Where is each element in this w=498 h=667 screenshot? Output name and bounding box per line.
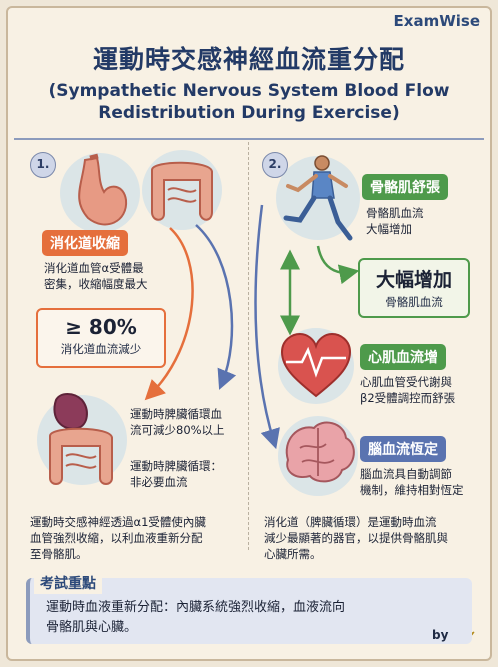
muscle-increase-box: 大幅增加 骨骼肌血流	[358, 258, 470, 318]
flow-arrow-green	[316, 245, 360, 285]
left-summary-line-2: 血管強烈收縮，以利血液重新分配	[30, 531, 203, 545]
subtitle-line-2: Redistribution During Exercise)	[98, 103, 400, 123]
heart-flow-line-1: 心肌血管受代謝與	[360, 375, 452, 389]
right-summary-line-3: 心臟所需。	[264, 547, 322, 561]
muscle-increase-label: 骨骼肌血流	[385, 295, 443, 309]
exam-keypoint-title: 考試重點	[34, 572, 102, 594]
gi-reduction-value: ≥ 80%	[65, 315, 137, 339]
spleen-flow-line-1: 運動時脾臟循環血	[130, 407, 222, 421]
intestine-icon	[142, 150, 222, 230]
exam-keypoint-line-1: 運動時血液重新分配：內臟系統強烈收縮，血液流向	[46, 600, 346, 615]
right-summary-line-2: 減少最顯著的器官，以提供骨骼肌與	[264, 531, 448, 545]
left-summary: 運動時交感神經透過α1受體使內臟 血管強烈收縮，以利血液重新分配 至骨骼肌。	[30, 514, 246, 562]
spleen-nonessential-text: 運動時脾臟循環： 非必要血流	[130, 458, 222, 490]
tag-brain-flow: 腦血流恆定	[360, 436, 446, 462]
brain-icon	[278, 416, 358, 496]
exam-keypoint-text: 運動時血液重新分配：內臟系統強烈收縮，血液流向 骨骼肌與心臟。	[46, 598, 456, 638]
column-divider	[248, 142, 249, 550]
gi-description-line-2: 密集，收縮幅度最大	[44, 277, 148, 291]
right-summary: 消化道（脾臟循環）是運動時血流 減少最顯著的器官，以提供骨骼肌與 心臟所需。	[264, 514, 486, 562]
heart-icon	[278, 328, 354, 404]
stomach-icon	[60, 153, 140, 233]
spleen-nonessential-line-2: 非必要血流	[130, 475, 188, 489]
gi-description-line-1: 消化道血管α受體最	[44, 261, 144, 275]
muscle-flow-line-1: 骨骼肌血流	[366, 206, 424, 220]
left-summary-line-1: 運動時交感神經透過α1受體使內臟	[30, 515, 206, 529]
flow-arrow-blue	[195, 224, 237, 390]
step-number-1: 1.	[30, 152, 56, 178]
page-title: 運動時交感神經血流重分配	[92, 45, 405, 74]
title-divider	[14, 138, 484, 140]
right-summary-line-1: 消化道（脾臟循環）是運動時血流	[264, 515, 437, 529]
tag-heart-flow: 心肌血流增	[360, 344, 446, 370]
tag-gi-constriction: 消化道收縮	[42, 230, 128, 256]
left-summary-line-3: 至骨骼肌。	[30, 547, 88, 561]
spleen-flow-line-2: 流可減少80%以上	[130, 423, 225, 437]
runner-icon	[276, 155, 360, 241]
exam-keypoint-line-2: 骨骼肌與心臟。	[46, 620, 138, 635]
heart-flow-line-2: β2受體調控而舒張	[360, 391, 456, 405]
brain-flow-line-1: 腦血流具自動調節	[360, 467, 452, 481]
flow-arrow-blue-right	[254, 204, 280, 450]
tag-muscle-dilation: 骨骼肌舒張	[362, 174, 448, 200]
page-subtitle: (Sympathetic Nervous System Blood Flow R…	[0, 80, 498, 124]
gi-description: 消化道血管α受體最 密集，收縮幅度最大	[44, 260, 148, 292]
brain-flow-line-2: 機制，維持相對恆定	[360, 483, 464, 497]
spleen-nonessential-line-1: 運動時脾臟循環：	[130, 459, 222, 473]
spleen-icon	[37, 393, 127, 485]
byline: by	[432, 628, 449, 642]
flow-arrow-orange	[144, 227, 194, 401]
subtitle-line-1: (Sympathetic Nervous System Blood Flow	[48, 81, 450, 101]
gi-reduction-label: 消化道血流減少	[60, 342, 142, 356]
muscle-flow-line-2: 大幅增加	[366, 222, 412, 236]
step-number-2: 2.	[262, 152, 288, 178]
muscle-flow-text: 骨骼肌血流 大幅增加	[366, 205, 424, 237]
gi-reduction-box: ≥ 80% 消化道血流減少	[36, 308, 166, 368]
brain-flow-text: 腦血流具自動調節 機制，維持相對恆定	[360, 466, 464, 498]
heart-flow-text: 心肌血管受代謝與 β2受體調控而舒張	[360, 374, 455, 406]
brand-logo: ExamWise	[393, 12, 480, 30]
muscle-increase-value: 大幅增加	[375, 269, 452, 291]
spleen-flow-text: 運動時脾臟循環血 流可減少80%以上	[130, 406, 225, 438]
